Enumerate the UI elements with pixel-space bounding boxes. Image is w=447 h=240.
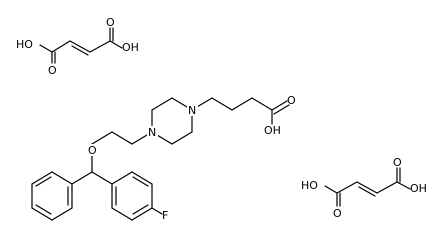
- hydroxyl-label: OH: [410, 182, 427, 195]
- fluorine-label: F: [162, 209, 168, 222]
- fumaric-acid-bottom: [324, 167, 411, 207]
- carbonyl-oxygen-label: O: [393, 156, 402, 169]
- benzhydryl-center: [71, 157, 113, 185]
- piperazine-nitrogen-label: N: [148, 126, 156, 139]
- fumaric-acid-top: [39, 27, 123, 64]
- hydroxyl-label: HO: [16, 38, 33, 51]
- hydroxyl-label: OH: [264, 124, 281, 137]
- carbonyl-oxygen-label: O: [333, 207, 342, 220]
- atom-labels: HO O O OH N N O OH O F HO O O OH: [16, 16, 427, 222]
- carbonyl-oxygen-label: O: [106, 16, 115, 29]
- carbonyl-oxygen-label: O: [48, 64, 57, 77]
- hydroxyl-label: HO: [301, 179, 318, 192]
- hydroxyl-label: OH: [122, 41, 139, 54]
- butanoic-acid-chain: [191, 97, 290, 125]
- ethoxy-linker: [91, 131, 153, 159]
- phenyl-ring: [31, 171, 73, 221]
- carbonyl-oxygen-label: O: [287, 94, 296, 107]
- fluorophenyl-ring: [111, 171, 163, 221]
- piperazine-nitrogen-label: N: [188, 104, 196, 117]
- ether-oxygen-label: O: [88, 144, 97, 157]
